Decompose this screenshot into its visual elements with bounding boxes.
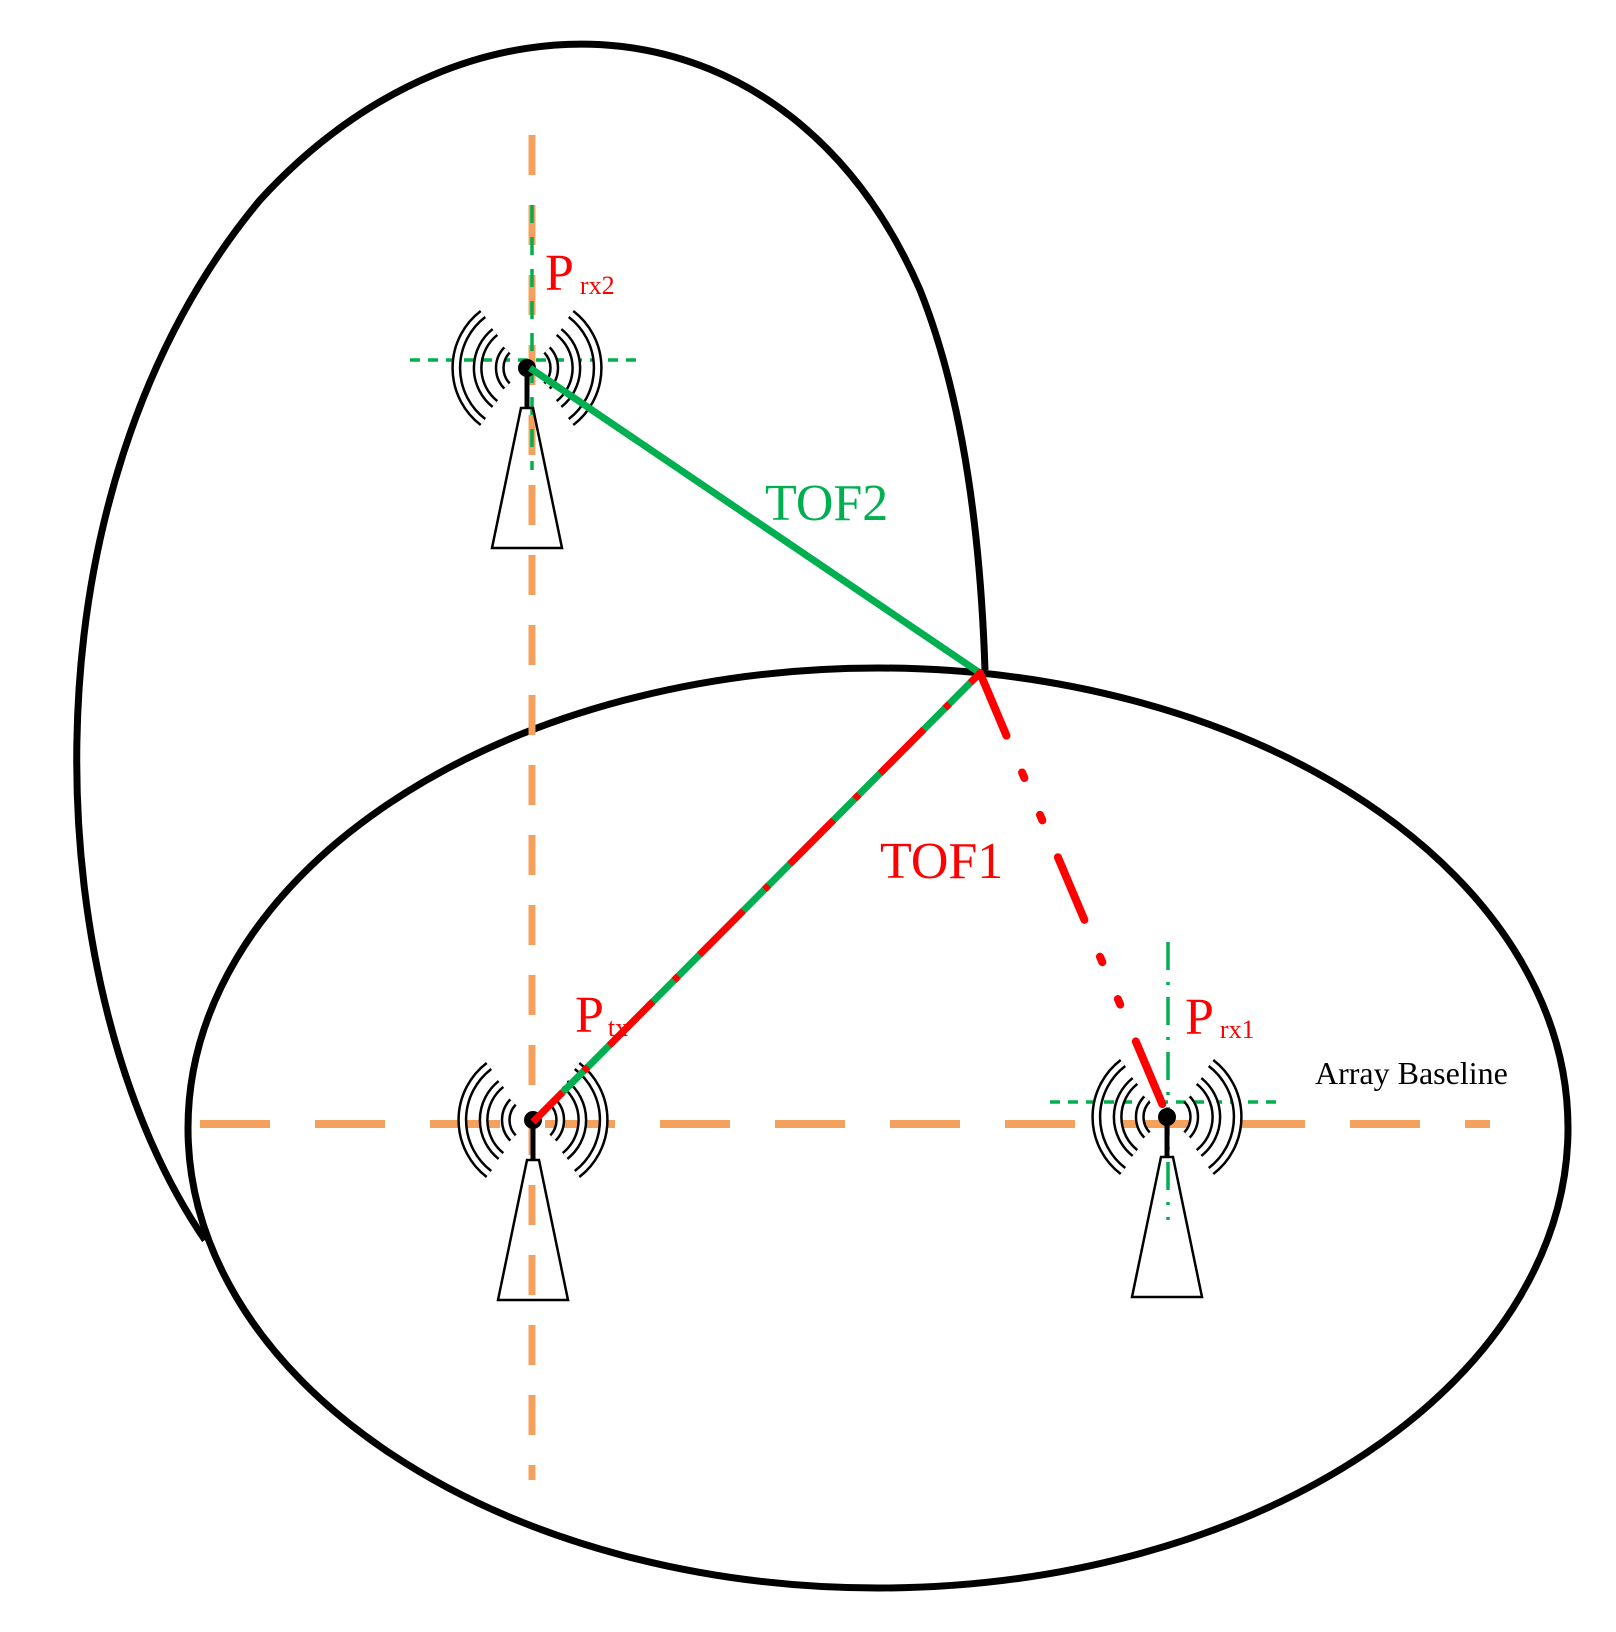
prx2-label-main: P bbox=[545, 245, 574, 302]
prx2-label-sub: rx2 bbox=[580, 271, 615, 300]
tof2-label: TOF2 bbox=[765, 475, 888, 532]
tof1-rx1-path bbox=[976, 669, 1176, 1131]
ellipse-rx2 bbox=[73, 40, 989, 1242]
array-baseline-label: Array Baseline bbox=[1315, 1055, 1508, 1091]
tof2-path bbox=[528, 365, 982, 676]
tof1-label: TOF1 bbox=[880, 833, 1003, 890]
ellipse-rx1 bbox=[184, 664, 1572, 1592]
ptx-label-main: P bbox=[575, 987, 604, 1044]
prx1-label: P rx1 bbox=[1185, 989, 1255, 1046]
prx1-label-main: P bbox=[1185, 989, 1214, 1046]
ptx-label: P tx bbox=[575, 987, 628, 1044]
ptx-label-sub: tx bbox=[608, 1013, 628, 1042]
antenna-rx2-icon bbox=[456, 314, 597, 548]
prx1-label-sub: rx1 bbox=[1220, 1015, 1255, 1044]
tof1-tx-path-red bbox=[530, 670, 983, 1125]
prx2-label: P rx2 bbox=[545, 245, 615, 302]
